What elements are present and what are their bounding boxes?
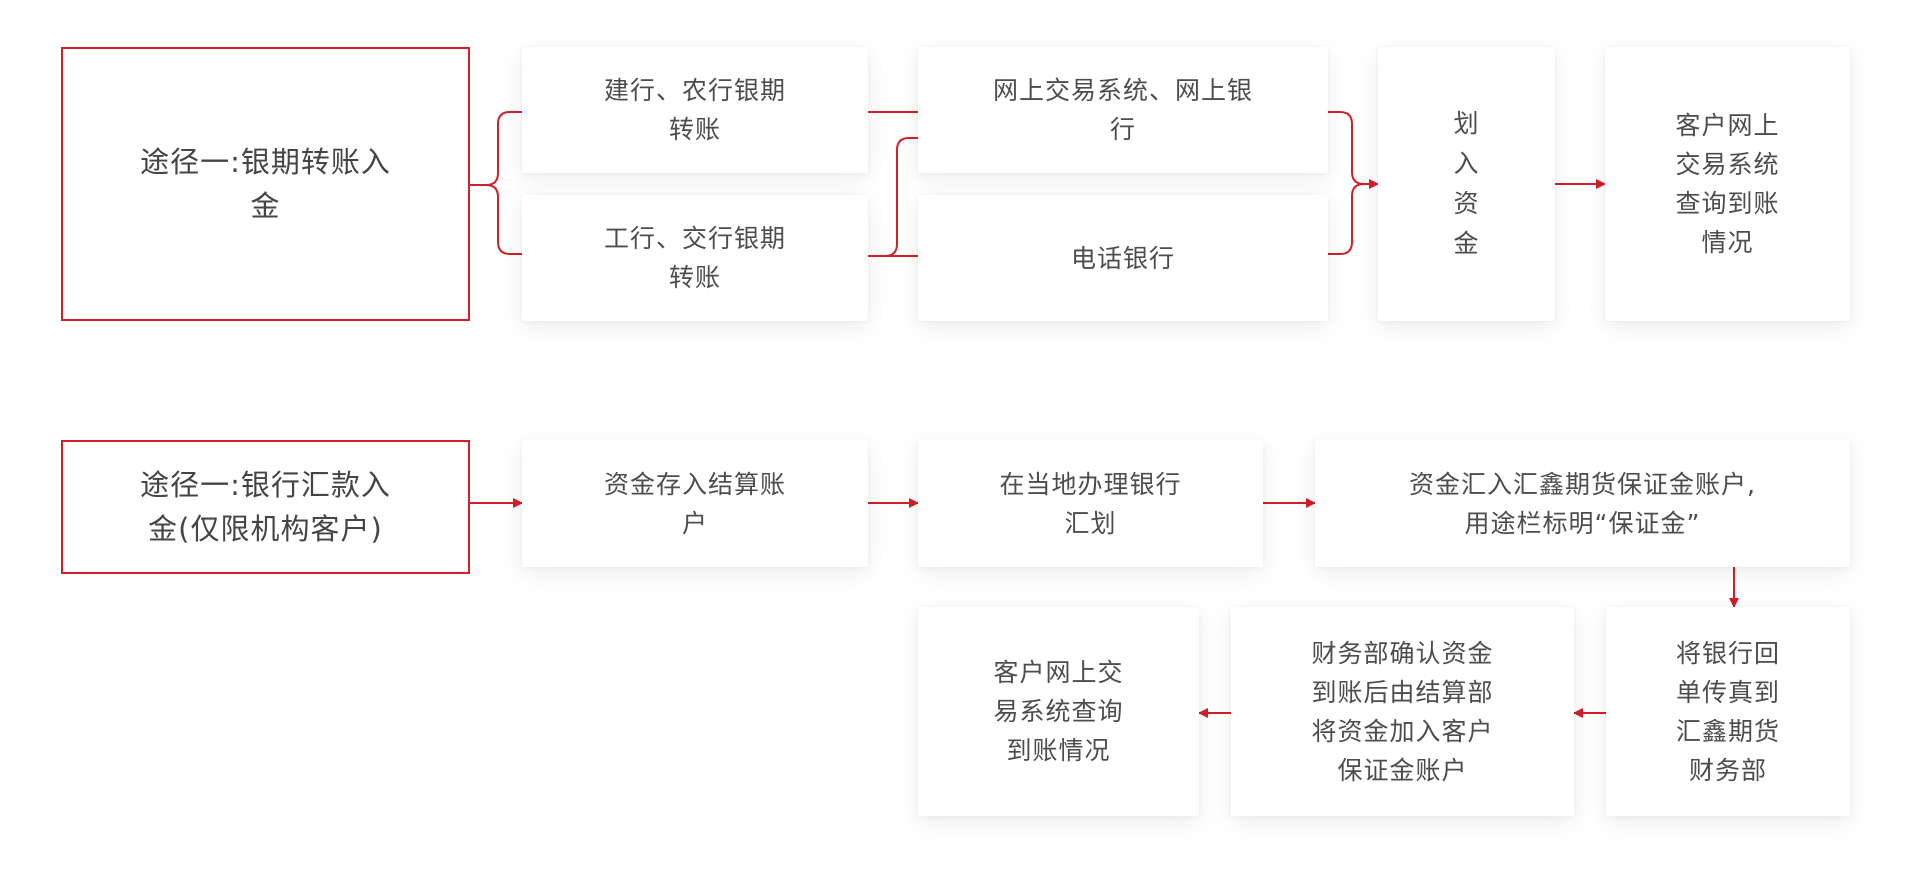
route2-start-box: 途径一:银行汇款入 金(仅限机构客户) (61, 440, 470, 574)
fax-box: 将银行回 单传真到 汇鑫期货 财务部 (1606, 607, 1850, 816)
transfer-ccb-abc-box: 建行、农行银期 转账 (522, 47, 868, 173)
brace-connector-right (1328, 111, 1365, 255)
finance-confirm-box: 财务部确认资金 到账后由结算部 将资金加入客户 保证金账户 (1231, 607, 1574, 816)
remit-box: 在当地办理银行 汇划 (918, 440, 1263, 567)
transfer-in-box: 划 入 资 金 (1378, 47, 1555, 321)
margin-account-box: 资金汇入汇鑫期货保证金账户, 用途栏标明“保证金” (1315, 440, 1850, 567)
deposit-box: 资金存入结算账 户 (522, 440, 868, 567)
route1-start-box: 途径一:银期转账入 金 (61, 47, 470, 321)
connector-icbc-to-online (868, 137, 918, 257)
transfer-icbc-bocom-box: 工行、交行银期 转账 (522, 195, 868, 321)
online-system-box: 网上交易系统、网上银 行 (918, 47, 1328, 173)
route2-query-box: 客户网上交 易系统查询 到账情况 (918, 607, 1199, 816)
brace-connector-left (470, 111, 522, 255)
route1-query-box: 客户网上 交易系统 查询到账 情况 (1605, 47, 1850, 321)
phone-bank-box: 电话银行 (918, 195, 1328, 321)
